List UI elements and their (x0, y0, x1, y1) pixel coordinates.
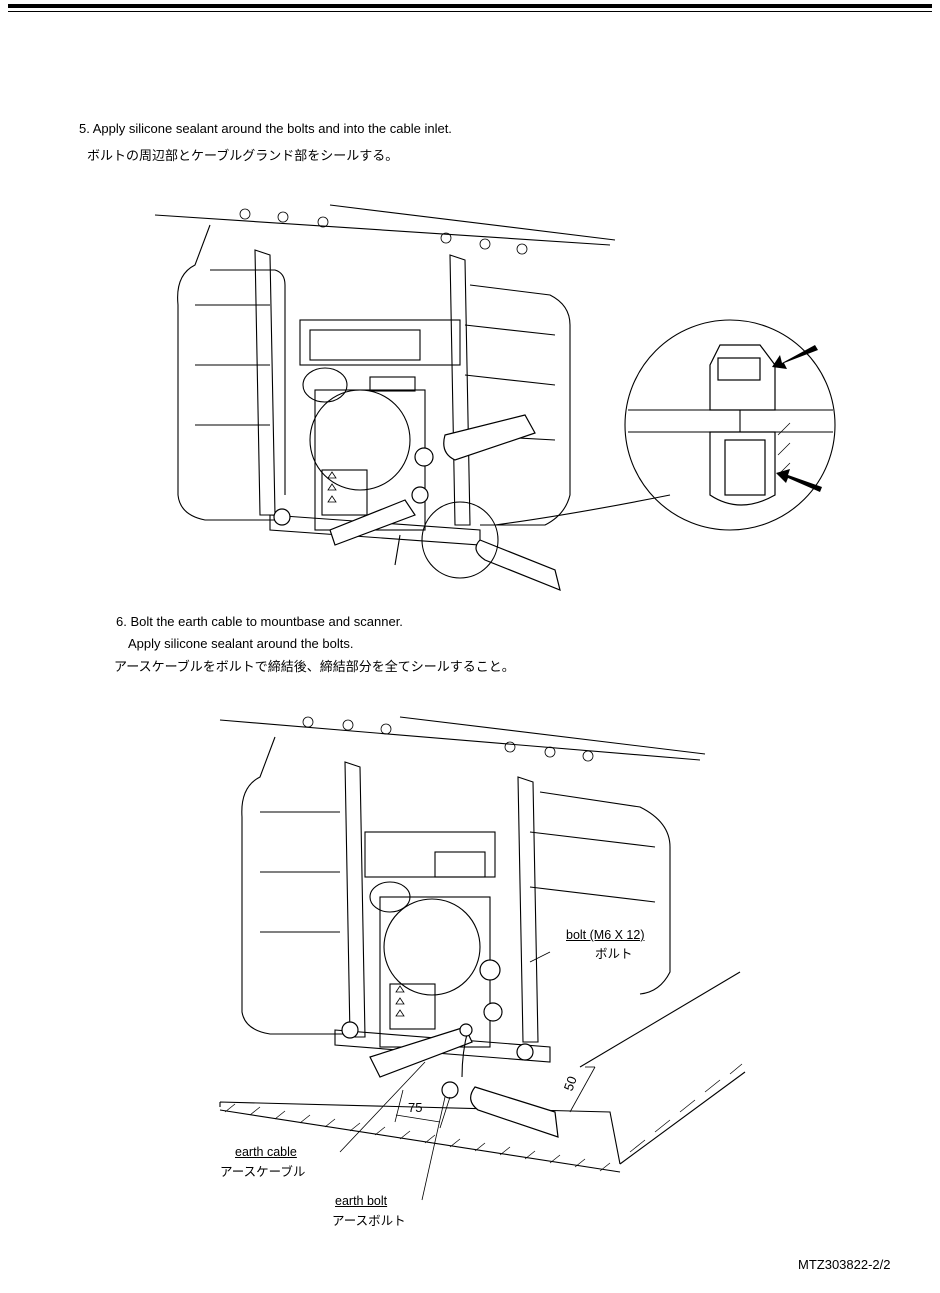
header-rule-thin (8, 11, 932, 12)
step5-instruction-en: 5. Apply silicone sealant around the bol… (79, 121, 452, 137)
floor-hatching (225, 1064, 742, 1171)
figure-sealant-bolts (150, 195, 870, 605)
figure-earth-cable (200, 712, 760, 1192)
step5-instruction-jp: ボルトの周辺部とケーブルグランド部をシールする。 (87, 149, 398, 165)
document-id: MTZ303822-2/2 (798, 1257, 891, 1273)
earth-bolt-label-jp: アースボルト (332, 1213, 406, 1228)
bolt-label-en: bolt (M6 X 12) (566, 928, 645, 943)
dimension-75: 75 (408, 1100, 422, 1115)
earth-cable-label-en: earth cable (235, 1145, 297, 1160)
bolt-label-jp: ボルト (595, 946, 633, 961)
step6-instruction-en-1: 6. Bolt the earth cable to mountbase and… (116, 614, 403, 630)
step6-instruction-en-2: Apply silicone sealant around the bolts. (128, 636, 353, 652)
earth-bolt-label-en: earth bolt (335, 1194, 387, 1209)
header-rule-thick (8, 4, 932, 8)
top-bolts-row (240, 209, 527, 254)
earth-cable-label-jp: アースケーブル (220, 1164, 305, 1179)
step6-instruction-jp: アースケーブルをボルトで締結後、締結部分を全てシールすること。 (114, 660, 515, 676)
